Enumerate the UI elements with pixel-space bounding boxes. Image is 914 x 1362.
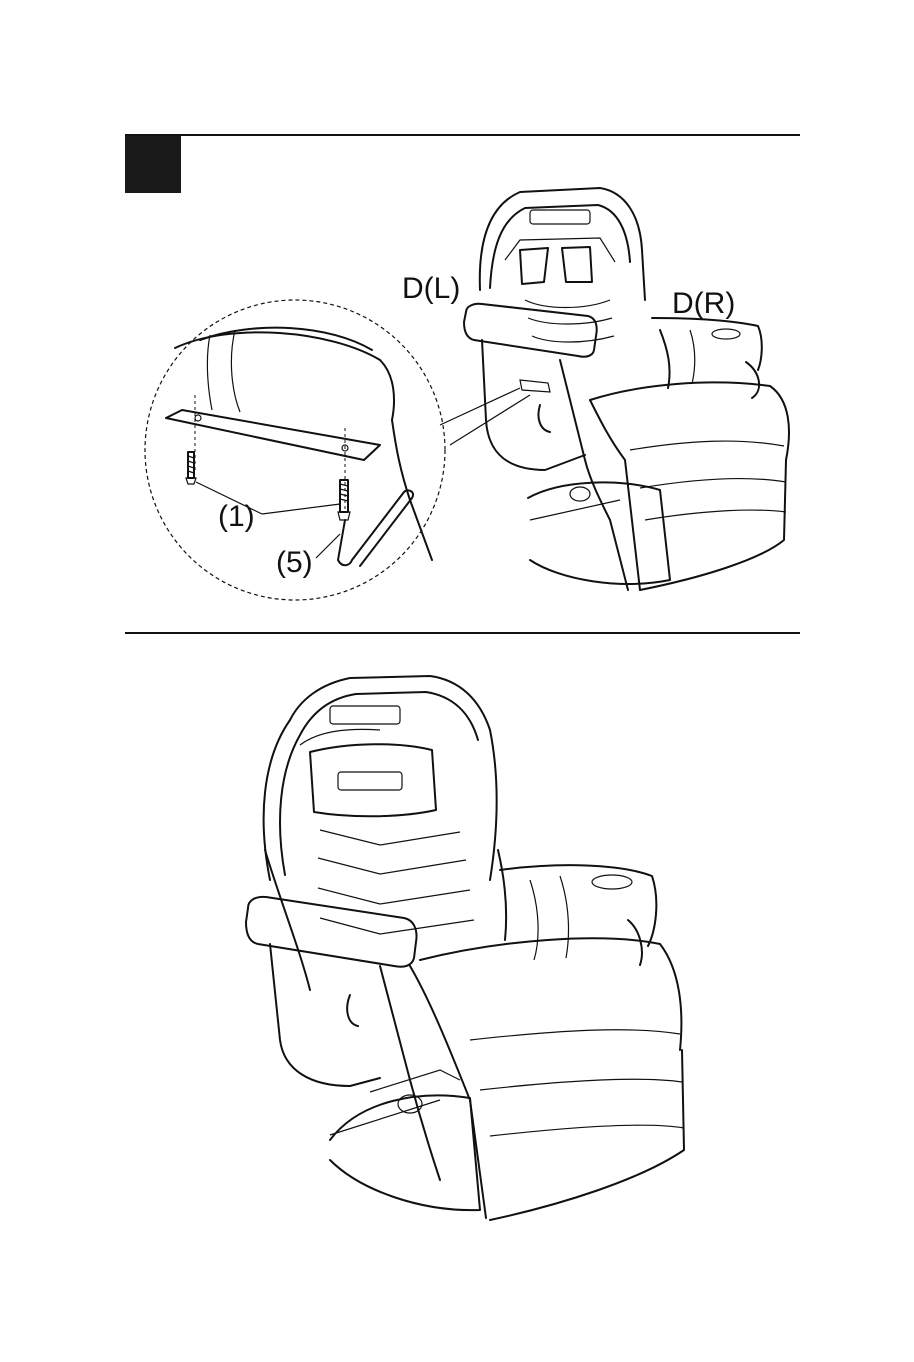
lever-knob-icon (570, 487, 590, 501)
section-divider-middle (125, 632, 800, 634)
step-chair-drawing (440, 188, 789, 590)
left-armrest-label: D(L) (402, 274, 460, 304)
armrest-bracket-highlight (520, 380, 550, 392)
cup-holder-icon (592, 875, 632, 889)
wrench-part-label: (5) (276, 548, 313, 578)
headrest-pillow (310, 744, 436, 816)
screw-icon (338, 480, 350, 520)
screw-part-label: (1) (218, 502, 255, 532)
mounting-plate (166, 410, 380, 460)
allen-wrench-icon (338, 490, 413, 566)
brand-logo-icon (330, 706, 400, 724)
right-armrest-label: D(R) (672, 289, 735, 319)
brand-logo-icon (338, 772, 402, 790)
screw-icon (186, 452, 196, 484)
assembled-chair-drawing (246, 676, 684, 1220)
brand-logo-icon (530, 210, 590, 224)
cup-holder-icon (712, 329, 740, 339)
